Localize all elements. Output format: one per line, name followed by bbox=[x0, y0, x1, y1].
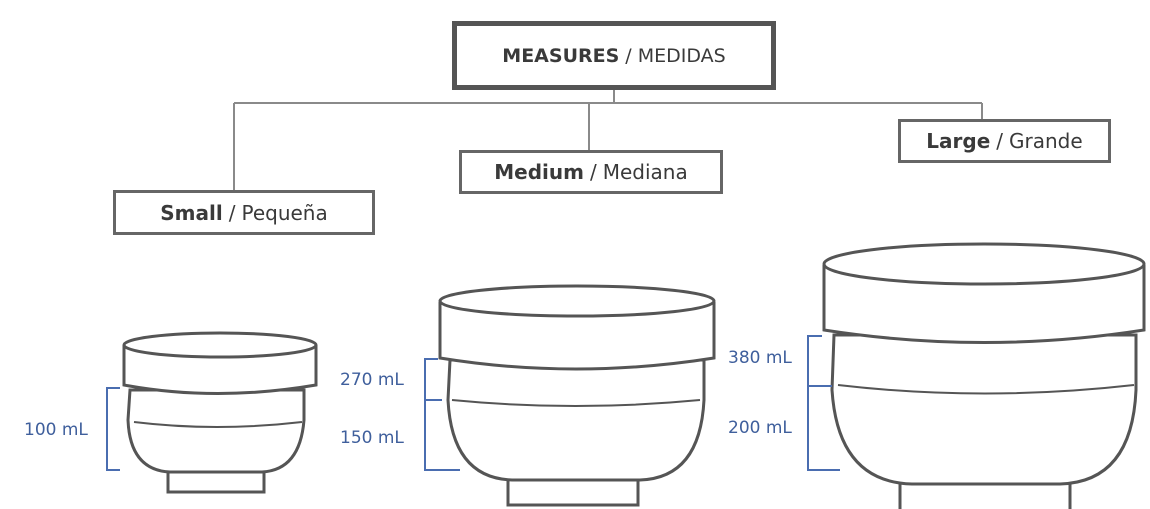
small-cup bbox=[122, 331, 318, 494]
measure-large-380: 380 mL bbox=[728, 348, 792, 368]
medium-cup bbox=[438, 284, 716, 507]
size-small-separator: / bbox=[228, 200, 236, 225]
size-medium-separator: / bbox=[589, 160, 597, 184]
size-small-secondary: Pequeña bbox=[241, 200, 328, 225]
measure-medium-270: 270 mL bbox=[340, 370, 404, 390]
title-box: MEASURES / MEDIDAS bbox=[452, 21, 776, 90]
measure-small-100: 100 mL bbox=[24, 420, 88, 440]
size-medium-secondary: Mediana bbox=[602, 160, 688, 184]
size-medium-main: Medium bbox=[494, 160, 584, 184]
large-cup bbox=[822, 242, 1146, 509]
size-large-separator: / bbox=[996, 129, 1004, 153]
size-large-secondary: Grande bbox=[1009, 129, 1083, 153]
measure-large-200: 200 mL bbox=[728, 418, 792, 438]
size-label-medium: Medium / Mediana bbox=[459, 150, 723, 194]
size-label-small: Small / Pequeña bbox=[113, 190, 375, 235]
measure-brackets bbox=[106, 335, 840, 471]
measure-medium-150: 150 mL bbox=[340, 428, 404, 448]
connector-lines bbox=[233, 90, 983, 190]
size-large-main: Large bbox=[926, 129, 991, 153]
size-label-large: Large / Grande bbox=[898, 119, 1111, 163]
title-separator: / bbox=[625, 44, 632, 67]
size-small-main: Small bbox=[160, 200, 223, 225]
title-secondary: MEDIDAS bbox=[637, 44, 726, 67]
title-main: MEASURES bbox=[502, 44, 620, 67]
